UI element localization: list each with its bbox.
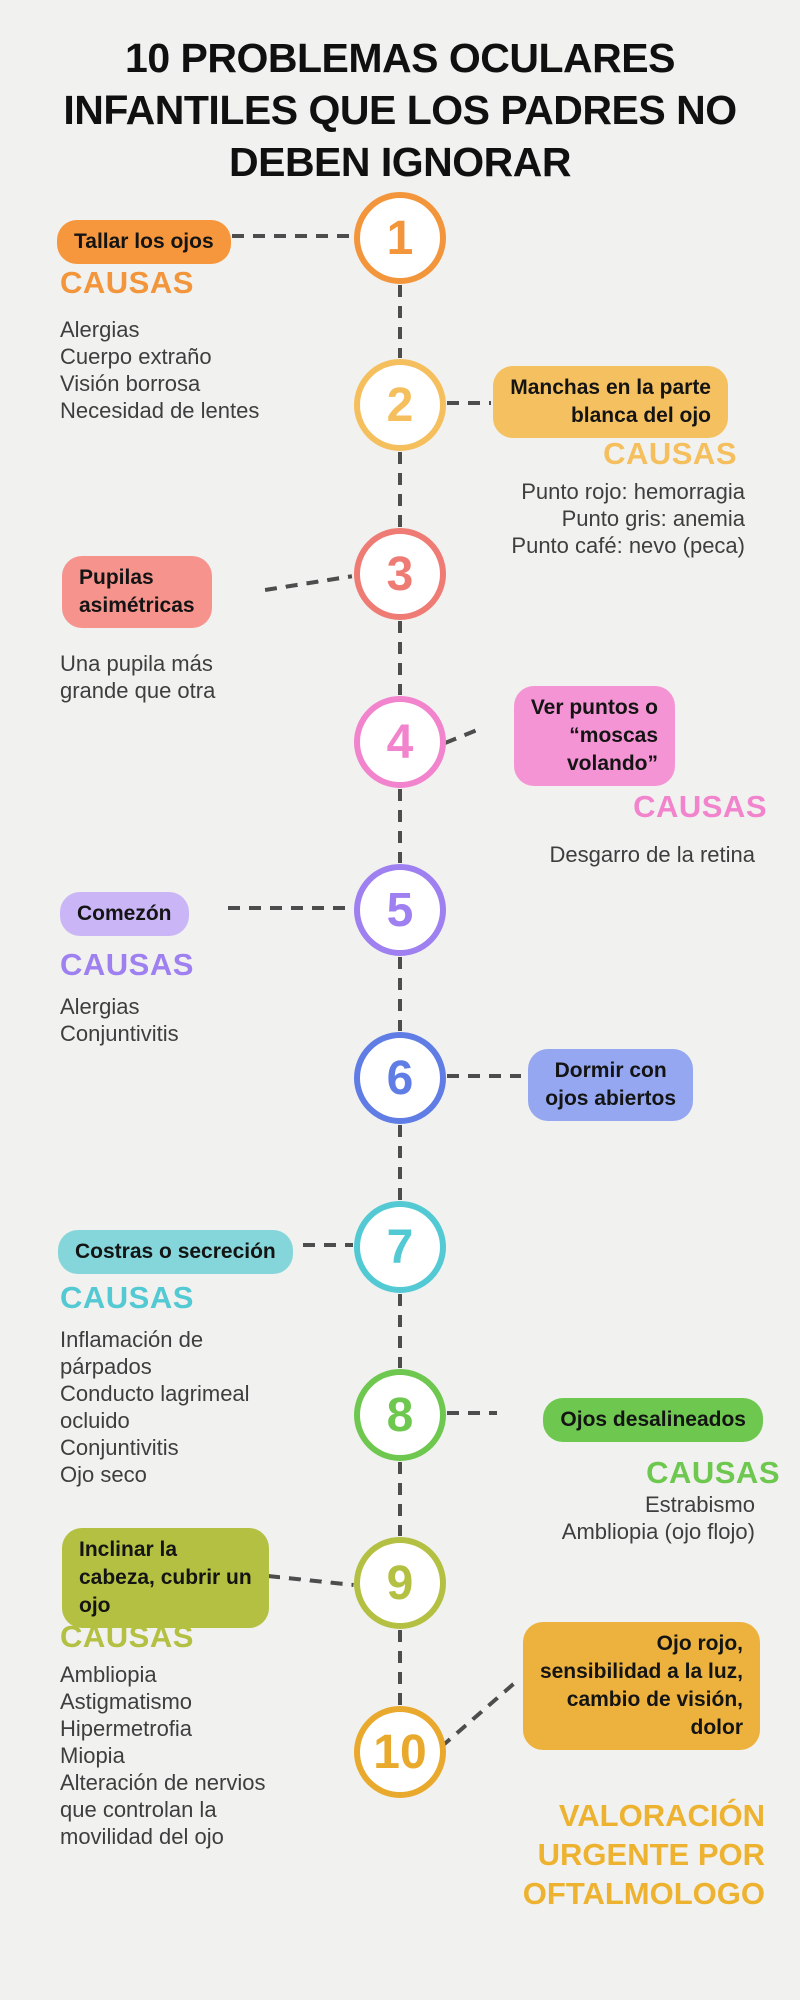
step-8-causes-heading: CAUSAS — [646, 1455, 780, 1490]
timeline-segment-6-7 — [398, 1125, 402, 1200]
step-3-symptom-pill: Pupilas asimétricas — [62, 556, 212, 628]
step-7-causes-list: Inflamación de párpados Conducto lagrime… — [60, 1327, 250, 1487]
step-8-causes-list: Estrabismo Ambliopia (ojo flojo) — [561, 1492, 755, 1544]
step-9-connector — [267, 1574, 354, 1587]
step-5-symptom-pill: Comezón — [60, 892, 189, 936]
step-7-connector — [303, 1243, 353, 1247]
step-4-number: 4 — [386, 715, 414, 769]
step-3-connector — [264, 574, 353, 592]
page-title: 10 PROBLEMAS OCULARES INFANTILES QUE LOS… — [63, 35, 737, 185]
step-10-symptom-pill: Ojo rojo, sensibilidad a la luz, cambio … — [522, 1622, 760, 1750]
step-8-connector — [447, 1411, 497, 1415]
step-9-causes-list: Ambliopia Astigmatismo Hipermetrofia Mio… — [60, 1662, 266, 1849]
timeline-segment-2-3 — [398, 452, 402, 527]
step-1-causes-list: Alergias Cuerpo extraño Visión borrosa N… — [60, 317, 260, 423]
step-8-number: 8 — [386, 1388, 414, 1442]
step-8-circle: 8 — [354, 1369, 446, 1461]
step-5-connector — [228, 906, 354, 910]
step-9-number: 9 — [386, 1556, 414, 1610]
step-3-description: Una pupila más grande que otra — [60, 651, 216, 703]
step-7-symptom-pill: Costras o secreción — [58, 1230, 293, 1274]
timeline-segment-9-10 — [398, 1630, 402, 1705]
step-5-number: 5 — [386, 883, 414, 937]
step-6-symptom-pill: Dormir con ojos abiertos — [528, 1049, 693, 1121]
timeline-segment-3-4 — [398, 621, 402, 695]
timeline-segment-5-6 — [398, 957, 402, 1031]
step-10-connector — [439, 1677, 521, 1749]
step-2-circle: 2 — [354, 359, 446, 451]
step-7-circle: 7 — [354, 1201, 446, 1293]
step-5-causes-heading: CAUSAS — [60, 947, 194, 982]
step-6-circle: 6 — [354, 1032, 446, 1124]
step-4-symptom-pill: Ver puntos o “moscas volando” — [513, 686, 675, 786]
step-3-circle: 3 — [354, 528, 446, 620]
step-4-connector — [444, 728, 478, 745]
step-10-circle: 10 — [354, 1706, 446, 1798]
step-3-number: 3 — [386, 547, 414, 601]
step-7-causes-heading: CAUSAS — [60, 1280, 194, 1315]
timeline-segment-8-9 — [398, 1462, 402, 1536]
step-4-circle: 4 — [354, 696, 446, 788]
step-6-connector — [447, 1074, 521, 1078]
step-1-symptom-pill: Tallar los ojos — [57, 220, 231, 264]
timeline-segment-1-2 — [398, 285, 402, 358]
step-6-number: 6 — [386, 1051, 414, 1105]
step-9-circle: 9 — [354, 1537, 446, 1629]
step-5-causes-list: Alergias Conjuntivitis — [60, 994, 179, 1046]
step-7-number: 7 — [386, 1220, 414, 1274]
step-2-number: 2 — [386, 378, 414, 432]
step-9-symptom-pill: Inclinar la cabeza, cubrir un ojo — [62, 1528, 269, 1628]
step-2-causes-list: Punto rojo: hemorragia Punto gris: anemi… — [511, 479, 745, 558]
timeline-segment-4-5 — [398, 789, 402, 863]
timeline-segment-7-8 — [398, 1294, 402, 1368]
step-10-number: 10 — [373, 1725, 427, 1779]
step-5-circle: 5 — [354, 864, 446, 956]
step-8-symptom-pill: Ojos desalineados — [543, 1398, 763, 1442]
step-1-connector — [232, 234, 354, 238]
step-1-number: 1 — [386, 211, 414, 265]
step-1-circle: 1 — [354, 192, 446, 284]
step-2-symptom-pill: Manchas en la parte blanca del ojo — [493, 366, 728, 438]
step-2-connector — [447, 401, 491, 405]
urgent-evaluation-note: VALORACIÓN URGENTE POR OFTALMOLOGO — [522, 1798, 765, 1911]
step-1-causes-heading: CAUSAS — [60, 265, 194, 300]
step-2-causes-heading: CAUSAS — [603, 436, 737, 471]
step-4-causes-heading: CAUSAS — [633, 789, 767, 824]
step-4-causes-list: Desgarro de la retina — [549, 842, 755, 867]
